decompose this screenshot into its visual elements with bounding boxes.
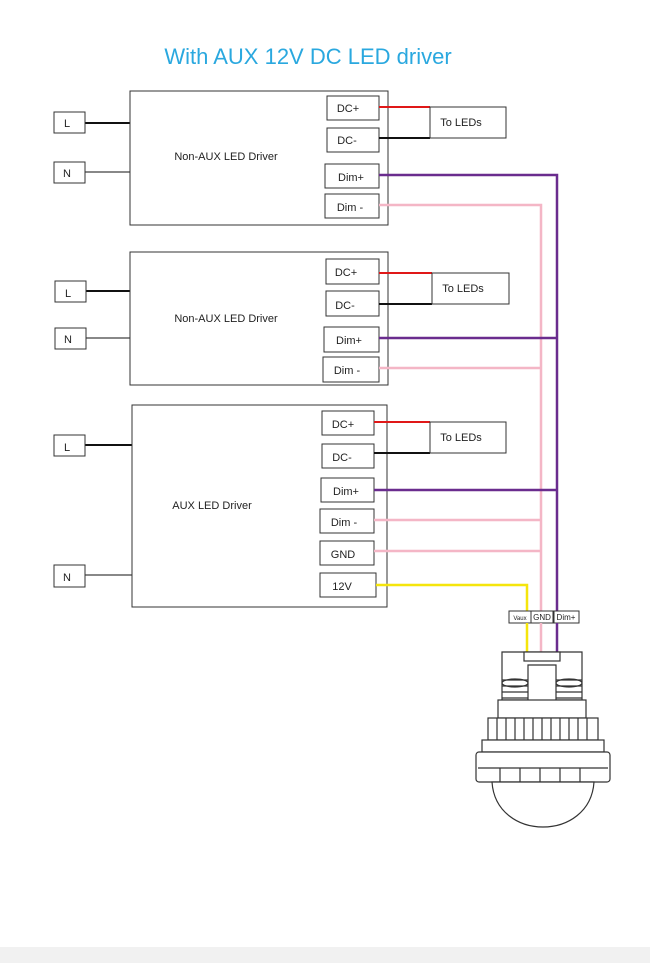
dim-minus-wire bbox=[379, 203, 543, 618]
dim-plus-label: Dim+ bbox=[336, 335, 362, 347]
dc-minus-label: DC- bbox=[337, 135, 357, 147]
aux-12v-wire bbox=[376, 583, 529, 618]
sensor-gnd-label: GND bbox=[533, 613, 551, 622]
line-terminal bbox=[54, 280, 87, 303]
neutral-label: N bbox=[63, 168, 71, 180]
dc-plus-terminal bbox=[321, 410, 375, 436]
neutral-terminal bbox=[54, 327, 87, 350]
to-leds-label: To LEDs bbox=[442, 283, 484, 295]
aux-12v-label: 12V bbox=[332, 581, 352, 593]
dc-minus-terminal bbox=[326, 127, 380, 153]
to-leds-box bbox=[429, 106, 507, 139]
dc-plus-terminal bbox=[325, 258, 380, 285]
to-leds-box bbox=[431, 272, 510, 305]
page-footer-bar bbox=[0, 947, 650, 963]
sensor-dim-plus-label: Dim+ bbox=[557, 613, 576, 622]
driver-name: AUX LED Driver bbox=[172, 500, 252, 512]
dim-plus-label: Dim+ bbox=[338, 172, 364, 184]
dim-plus-terminal bbox=[323, 326, 380, 353]
neutral-terminal bbox=[53, 161, 86, 184]
dc-minus-label: DC- bbox=[335, 300, 355, 312]
neutral-label: N bbox=[64, 334, 72, 346]
dim-plus-wire bbox=[379, 173, 559, 618]
dc-minus-label: DC- bbox=[332, 452, 352, 464]
sensor-terminal-dim-plus bbox=[553, 610, 580, 624]
driver-1: L N Non-AUX LED Driver DC+ DC- Dim+ Dim … bbox=[53, 90, 559, 618]
line-label: L bbox=[65, 288, 71, 300]
to-leds-label: To LEDs bbox=[440, 117, 482, 129]
dc-plus-label: DC+ bbox=[332, 419, 354, 431]
line-label: L bbox=[64, 118, 70, 130]
diagram-title: With AUX 12V DC LED driver bbox=[164, 44, 451, 69]
dim-minus-label: Dim - bbox=[334, 365, 361, 377]
aux-12v-terminal bbox=[319, 572, 377, 598]
dim-minus-label: Dim - bbox=[331, 517, 358, 529]
dim-minus-label: Dim - bbox=[337, 202, 364, 214]
dc-plus-label: DC+ bbox=[335, 267, 357, 279]
to-leds-box bbox=[429, 421, 507, 454]
sensor-vaux-label: Vaux bbox=[513, 616, 526, 622]
dc-plus-label: DC+ bbox=[337, 103, 359, 115]
gnd-terminal bbox=[319, 540, 375, 566]
line-terminal bbox=[53, 434, 86, 457]
to-leds-label: To LEDs bbox=[440, 432, 482, 444]
neutral-terminal bbox=[53, 564, 86, 588]
dim-minus-terminal bbox=[319, 508, 375, 534]
driver-3-aux: L N AUX LED Driver DC+ DC- Dim+ Dim - GN… bbox=[53, 404, 557, 618]
dc-minus-terminal bbox=[321, 443, 375, 469]
pir-sensor-drawing bbox=[475, 651, 611, 828]
driver-2: L N Non-AUX LED Driver DC+ DC- Dim+ Dim … bbox=[54, 251, 557, 386]
driver-name: Non-AUX LED Driver bbox=[174, 313, 278, 325]
sensor: Vaux GND Dim+ bbox=[475, 610, 611, 828]
line-label: L bbox=[64, 442, 70, 454]
dim-minus-terminal bbox=[324, 193, 380, 219]
line-terminal bbox=[53, 111, 86, 134]
driver-name: Non-AUX LED Driver bbox=[174, 151, 278, 163]
dim-plus-label: Dim+ bbox=[333, 486, 359, 498]
gnd-label: GND bbox=[331, 549, 356, 561]
dim-minus-terminal bbox=[322, 356, 380, 383]
dim-plus-terminal bbox=[320, 477, 375, 503]
neutral-label: N bbox=[63, 572, 71, 584]
